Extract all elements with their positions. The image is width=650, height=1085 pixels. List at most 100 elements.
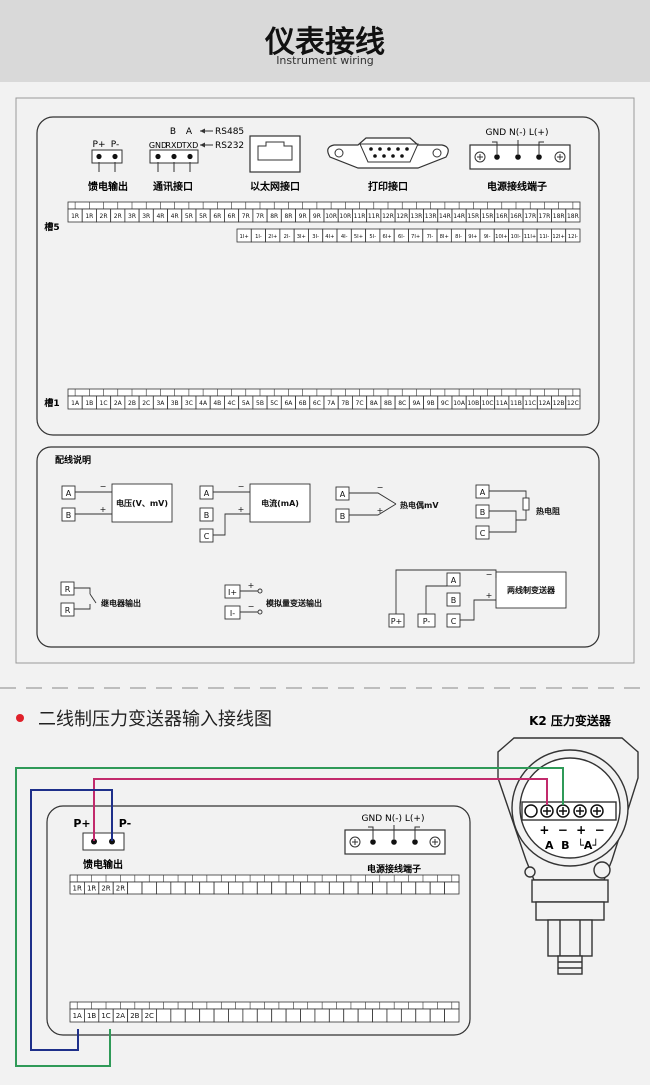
terminal-label: 10I- [511, 234, 521, 240]
print-port-label: 打印接口 [368, 180, 408, 193]
legend-terminal [61, 485, 76, 500]
transmitter-hex [547, 919, 593, 957]
terminal-cell [328, 881, 345, 895]
terminal-label: 3A [156, 400, 165, 407]
terminal-label: 1A [71, 400, 80, 407]
terminal-cell [256, 881, 273, 895]
terminal-cell [184, 1008, 201, 1023]
terminal-cell [271, 1008, 287, 1023]
terminal-cell [328, 1008, 345, 1023]
legend-term-c: C [480, 529, 486, 538]
feed-pin-dot [112, 153, 118, 160]
terminal-label: 6R [213, 213, 221, 220]
page-subtitle: Instrument wiring [276, 54, 374, 67]
legend-term-pplus: P+ [391, 617, 403, 626]
terminal-label: 7B [341, 400, 349, 407]
terminal-cell [285, 881, 301, 895]
terminal-label: 5A [242, 400, 251, 407]
power-pin-dot [494, 154, 500, 160]
terminal-label: 11R [354, 213, 366, 220]
terminal-label: 1B [87, 1012, 96, 1020]
terminal-label: 1B [85, 400, 93, 407]
terminal-cell [127, 881, 143, 895]
terminal-label: 7I- [427, 234, 434, 240]
terminal-label: 2R [114, 213, 122, 220]
power-pin-labels: GND N(-) L(+) [486, 128, 549, 138]
terminal-label: 11B [510, 400, 522, 407]
instrument-panel [46, 805, 471, 1036]
legend-terminal [388, 613, 405, 628]
terminal-label: 13R [425, 213, 437, 220]
terminal-label: 10R [325, 213, 337, 220]
rs232-arrowhead [200, 142, 205, 148]
terminal-label: 11I- [539, 234, 549, 240]
legend-analog-label: 模拟量变送输出 [266, 598, 322, 608]
wire-magenta [93, 778, 548, 841]
terminal-label: 2A [116, 1012, 125, 1020]
terminal-cell [314, 1008, 330, 1023]
terminal-label: 1A [73, 1012, 82, 1020]
legend-wire [395, 569, 497, 614]
terminal-cell [199, 1008, 215, 1023]
terminal-cell [314, 881, 330, 895]
transmitter-port [557, 955, 583, 975]
feed-pin-pminus: P- [111, 140, 119, 150]
terminal-label: 6B [299, 400, 307, 407]
legend-term-iminus: I- [230, 609, 235, 618]
legend-terminal [446, 613, 461, 628]
legend-terminal [61, 507, 76, 522]
terminal-label: 8C [398, 400, 406, 407]
terminal-label: 7I+ [411, 234, 420, 240]
terminal-label: 15R [467, 213, 479, 220]
relay-lead [74, 604, 91, 610]
terminal-cell [256, 1008, 273, 1023]
terminal-cell [170, 881, 186, 895]
terminal-label: 4R [156, 213, 164, 220]
terminal-label: 4B [213, 400, 221, 407]
legend-sign-plus: + [100, 505, 107, 514]
terminal-label: 2I+ [268, 234, 277, 240]
legend-box [249, 483, 311, 523]
legend-term-a: A [204, 489, 210, 498]
terminal-label: 1R [87, 885, 96, 893]
legend-wire [460, 599, 496, 621]
terminal-label: 9A [412, 400, 421, 407]
power-lead [414, 826, 420, 839]
terminal-label: 4R [171, 213, 179, 220]
terminal-cell [300, 1008, 316, 1023]
transmitter-collar [535, 901, 605, 921]
feed-output-label: 馈电输出 [82, 858, 123, 871]
legend-term-b: B [451, 596, 457, 605]
terminal-label: 3B [171, 400, 179, 407]
terminal-label: 4I- [341, 234, 348, 240]
terminal-label: 14R [439, 213, 451, 220]
comm-pin-rxd: RXD [165, 141, 182, 150]
terminal-label: 2B [128, 400, 136, 407]
legend-terminal [335, 508, 350, 523]
relay-lead [74, 587, 91, 594]
terminal-label: 12I+ [552, 234, 564, 240]
terminal-label: 8R [284, 213, 292, 220]
comm-pin-gnd: GND [149, 141, 167, 150]
slot1-label: 槽1 [44, 397, 59, 409]
terminal-label: 12B [553, 400, 565, 407]
rs485-label: RS485 [215, 127, 244, 137]
terminal-label: 8B [384, 400, 392, 407]
legend-title: 配线说明 [55, 454, 91, 466]
terminal-label: 6I+ [382, 234, 391, 240]
legend-term-a: A [480, 488, 486, 497]
legend-terminal [475, 504, 490, 519]
relay-switch-icon [89, 593, 97, 604]
resistor-icon [522, 497, 530, 511]
terminal-cell [415, 1008, 431, 1023]
terminal-label: 5B [256, 400, 264, 407]
terminal-label: 3C [185, 400, 193, 407]
terminal-cell [141, 881, 157, 895]
legend-terminal [475, 525, 490, 540]
terminal-label: 2A [114, 400, 123, 407]
transmitter-signs: + − + − [539, 823, 604, 837]
feed-pin-pplus: P+ [93, 140, 106, 150]
terminal-label: 12I- [568, 234, 578, 240]
thermocouple-lead [349, 503, 397, 516]
